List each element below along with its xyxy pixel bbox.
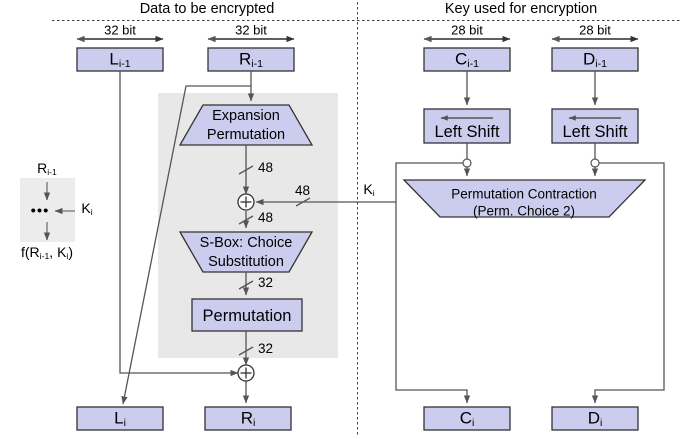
block-left-shift-d [551,108,639,144]
label-r-out: Ri [240,408,256,429]
label-contraction-line1: Permutation Contraction [451,186,597,202]
bitslash-xor-sbox [238,215,254,225]
label-expansion-line1: Expansion [212,107,280,124]
legend-key-label: Ki [81,200,93,218]
junction-circle-c [462,158,472,168]
label-c-out: Ci [459,408,475,429]
bitlabel-exp-xor: 48 [258,160,274,175]
width-label-d-prev: 28 bit [579,22,611,38]
block-l-out [76,406,164,431]
shape-sbox [178,231,314,273]
block-left-shift-c [423,108,511,144]
label-l-out: Li [114,408,126,429]
label-d-prev: Di-1 [583,49,607,70]
width-label-l-prev: 32 bit [104,22,136,38]
label-c-prev: Ci-1 [455,49,479,70]
label-permutation: Permutation [202,306,292,325]
width-label-r-prev: 32 bit [235,22,267,38]
shape-permutation-contraction [402,179,647,218]
block-c-out [423,406,511,431]
block-permutation [191,298,303,332]
bitslash-perm-xor [238,346,254,356]
wire-lprev-to-xor [119,71,239,377]
block-r-out [204,406,292,431]
label-left-shift-c: Left Shift [434,122,500,141]
width-label-c-prev: 28 bit [451,22,483,38]
label-contraction-line2: (Perm. Choice 2) [472,203,576,219]
bitlabel-xor-sbox: 48 [258,210,274,225]
junction-circle-d [590,158,600,168]
legend-input-label: Ri-1 [37,160,57,178]
block-d-out [551,406,639,431]
header-right: Key used for encryption [444,0,598,17]
bitslash-exp-xor [238,165,254,175]
xor-gate-output [237,364,255,382]
legend-output-label: f(Ri-1, Ki) [20,244,74,262]
bitlabel-sbox-perm: 32 [258,275,274,290]
xor-gate-key [237,193,255,211]
bitslash-key-xor [295,197,311,207]
bitlabel-key-xor: 48 [295,183,311,198]
legend-dots: ••• [30,202,50,220]
label-left-shift-d: Left Shift [562,122,628,141]
header-left: Data to be encrypted [139,0,275,17]
label-sbox-line1: S-Box: Choice [199,234,293,251]
label-expansion-line2: Permutation [206,126,286,143]
label-r-prev: Ri-1 [239,49,263,70]
label-sbox-line2: Substitution [208,253,284,270]
label-d-out: Di [587,408,603,429]
label-subkey-ki: Ki [363,181,375,199]
wire-c-branch-to-cout [395,162,471,404]
wire-d-branch-to-dout [591,162,665,404]
label-l-prev: Li-1 [109,49,131,70]
wire-rprev-to-lout [121,85,251,405]
bitslash-sbox-perm [238,280,254,290]
shape-expansion-permutation [178,104,314,146]
bitlabel-perm-xor: 32 [258,341,274,356]
